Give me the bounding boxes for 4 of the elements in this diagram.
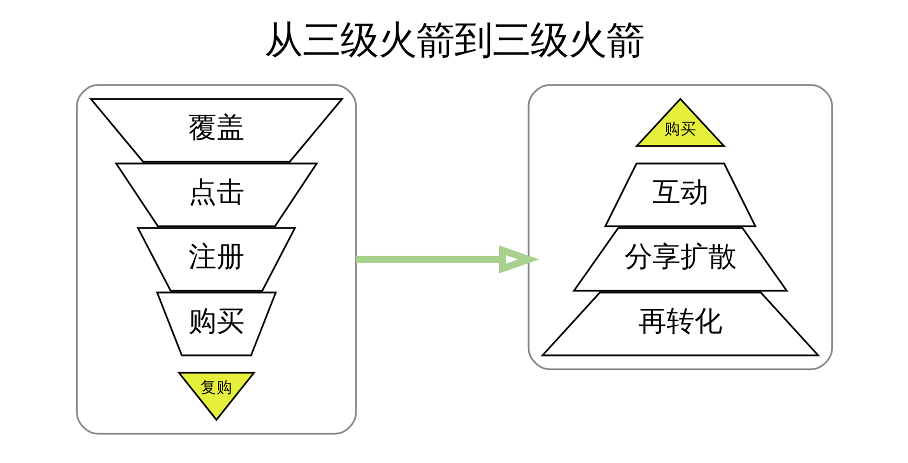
cluster [76,84,356,435]
arrow [355,245,539,274]
diagram-title: 从三级火箭到三级火箭 [264,18,644,63]
cluster [527,84,832,370]
